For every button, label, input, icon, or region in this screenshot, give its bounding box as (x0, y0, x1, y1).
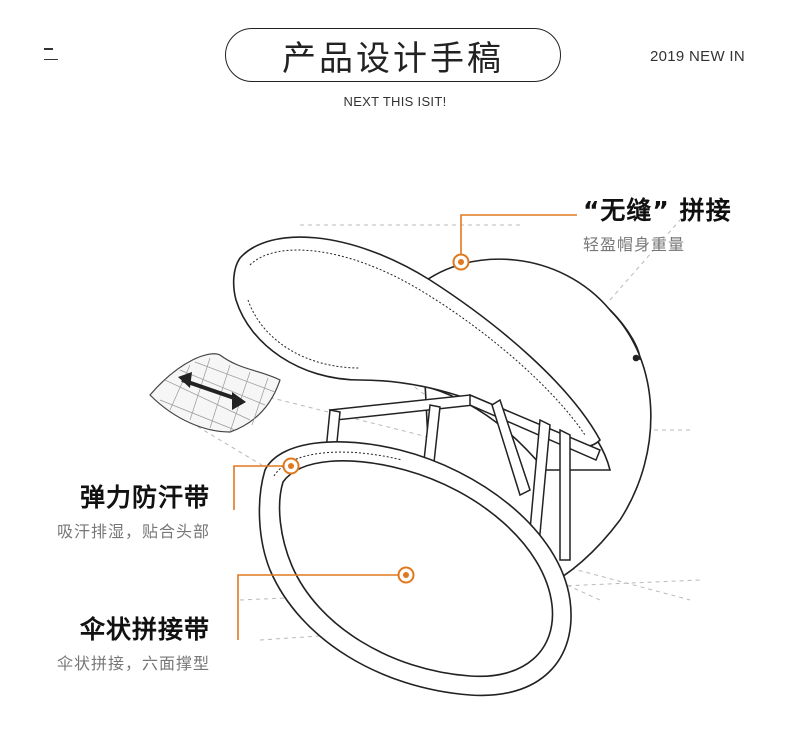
callout-sweatband: 弹力防汗带 吸汗排湿，贴合头部 (57, 478, 210, 542)
new-in-tag: 2019 NEW IN (650, 48, 745, 65)
callout-umbrella-strap: 伞状拼接带 伞状拼接，六面撑型 (57, 610, 210, 674)
callout-leaders (233, 214, 577, 640)
callout-title: 伞状拼接带 (79, 615, 210, 644)
callout-desc: 吸汗排湿，贴合头部 (56, 522, 210, 541)
callout-title: 弹力防汗带 (79, 483, 210, 512)
menu-icon[interactable] (44, 48, 58, 69)
callout-seamless: “无缝” 拼接 轻盈帽身重量 (583, 191, 732, 255)
fabric-swatch (149, 353, 281, 433)
callout-desc: 伞状拼接，六面撑型 (56, 654, 210, 673)
page-subtitle: NEXT THIS ISIT! (343, 94, 447, 109)
page-title: 产品设计手稿 (225, 28, 561, 82)
sweatband (258, 441, 572, 697)
callout-desc: 轻盈帽身重量 (583, 235, 686, 254)
callout-title: “无缝” 拼接 (583, 196, 732, 225)
